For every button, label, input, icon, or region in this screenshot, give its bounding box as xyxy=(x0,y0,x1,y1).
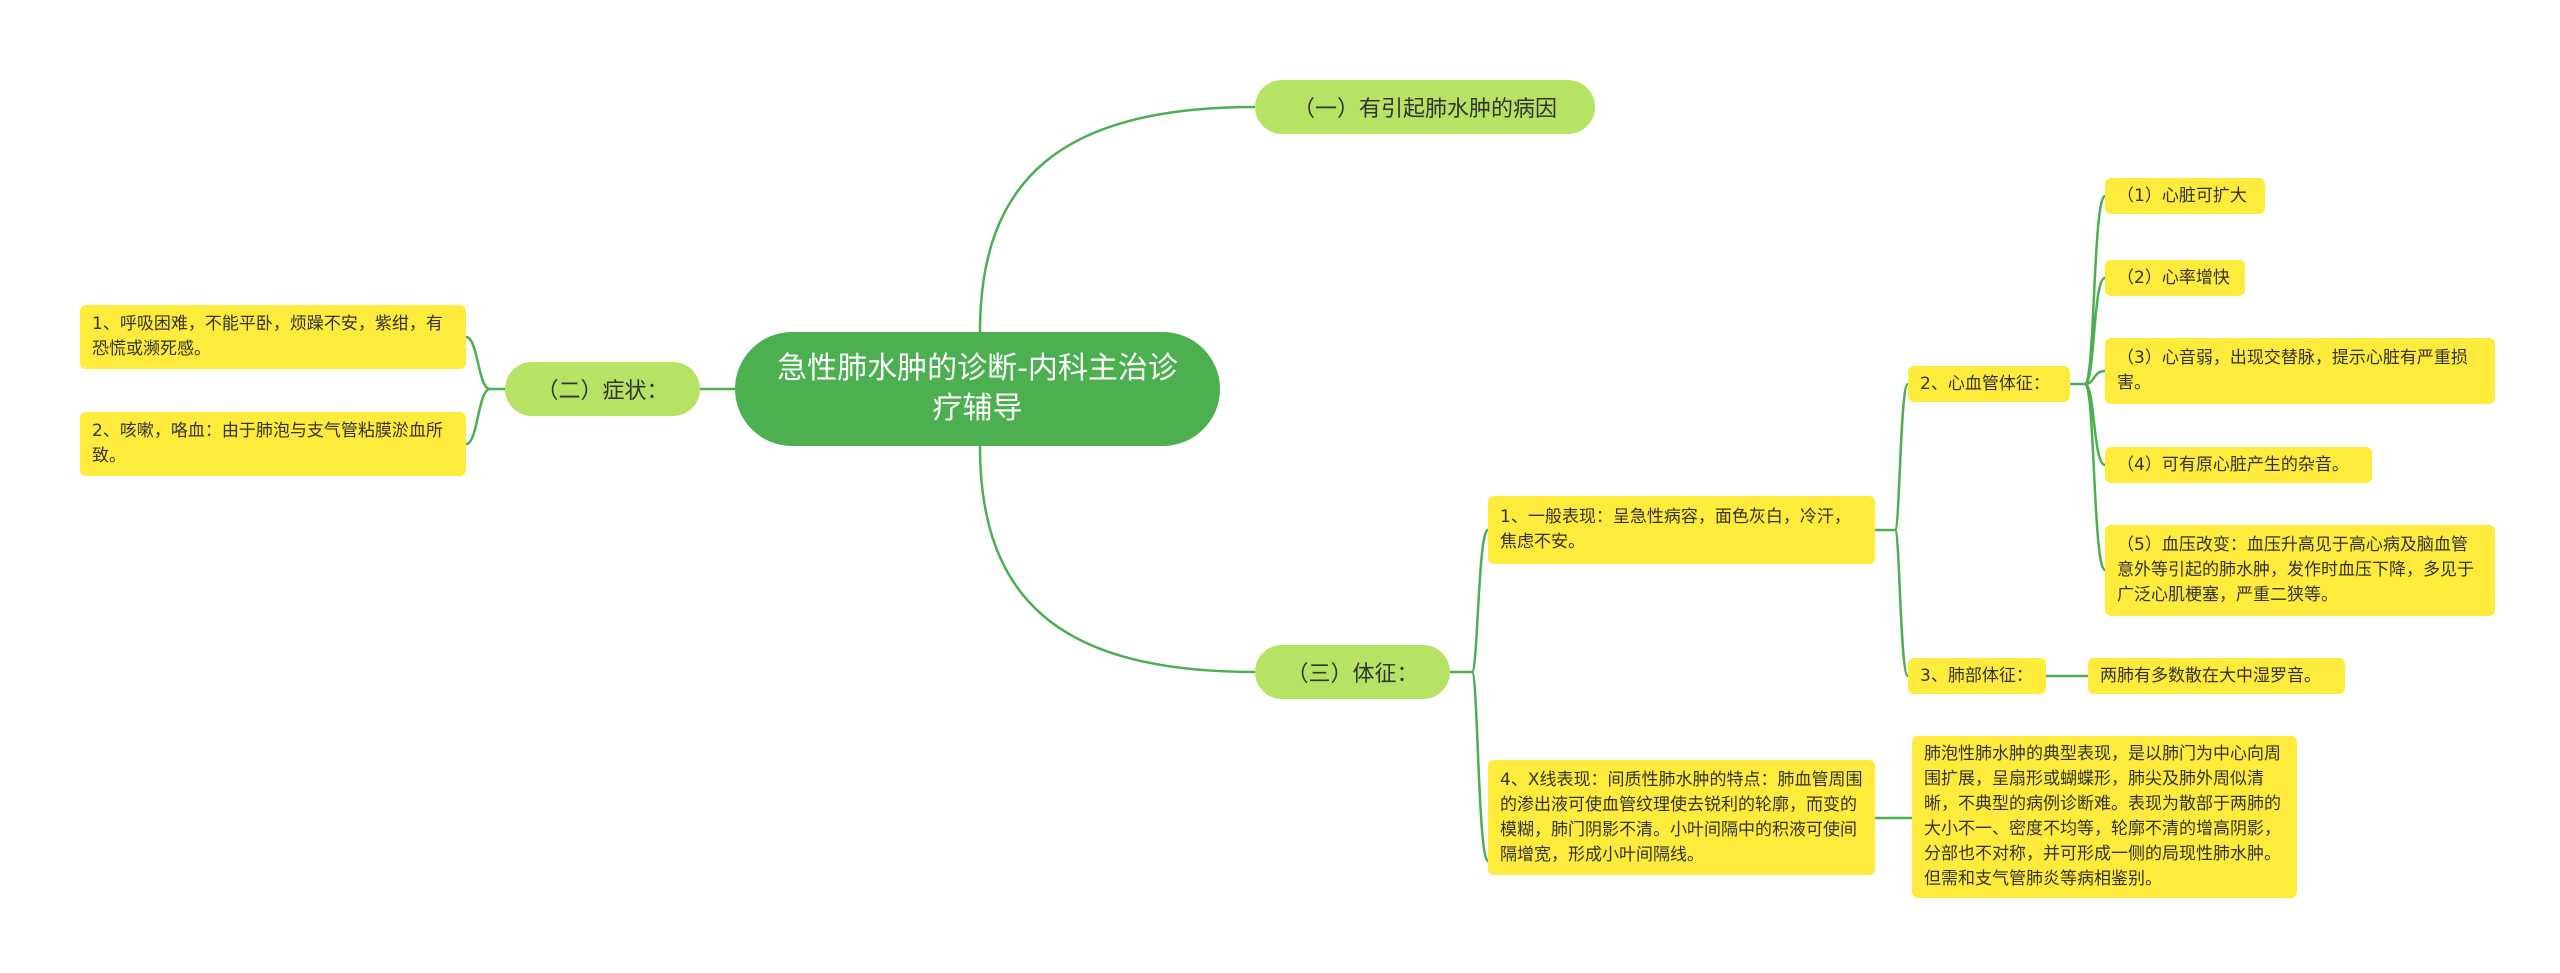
sign-general[interactable]: 1、一般表现：呈急性病容，面色灰白，冷汗，焦虑不安。 xyxy=(1488,496,1875,564)
symptom-item-2[interactable]: 2、咳嗽，咯血：由于肺泡与支气管粘膜淤血所致。 xyxy=(80,412,466,476)
xray-detail[interactable]: 肺泡性肺水肿的典型表现，是以肺门为中心向周围扩展，呈扇形或蝴蝶形，肺尖及肺外周似… xyxy=(1912,736,2297,898)
root-topic[interactable]: 急性肺水肿的诊断-内科主治诊疗辅导 xyxy=(735,332,1220,446)
sign-xray[interactable]: 4、X线表现：间质性肺水肿的特点：肺血管周围的渗出液可使血管纹理使去锐利的轮廓，… xyxy=(1488,760,1875,875)
sign-cardio[interactable]: 2、心血管体征： xyxy=(1908,366,2070,402)
cardio-item-1[interactable]: （1）心脏可扩大 xyxy=(2105,178,2265,214)
edge-root-branch1 xyxy=(978,105,1256,333)
branch-signs[interactable]: （三）体征： xyxy=(1255,645,1450,699)
lung-detail[interactable]: 两肺有多数散在大中湿罗音。 xyxy=(2088,658,2345,694)
branch-cause[interactable]: （一）有引起肺水肿的病因 xyxy=(1255,80,1595,134)
edge-root-branch3 xyxy=(978,445,1256,674)
cardio-item-4[interactable]: （4）可有原心脏产生的杂音。 xyxy=(2105,447,2372,483)
edge-branch2-leaves xyxy=(465,335,505,446)
branch-symptoms[interactable]: （二）症状： xyxy=(505,362,700,416)
edge-branch3-children xyxy=(1450,528,1490,863)
cardio-item-5[interactable]: （5）血压改变：血压升高见于高心病及脑血管意外等引起的肺水肿，发作时血压下降，多… xyxy=(2105,525,2495,616)
edge-general-sub xyxy=(1875,382,1910,678)
symptom-item-1[interactable]: 1、呼吸困难，不能平卧，烦躁不安，紫绀，有恐慌或濒死感。 xyxy=(80,305,466,369)
cardio-item-3[interactable]: （3）心音弱，出现交替脉，提示心脏有严重损害。 xyxy=(2105,338,2495,404)
sign-lung[interactable]: 3、肺部体征： xyxy=(1908,658,2046,694)
cardio-item-2[interactable]: （2）心率增快 xyxy=(2105,260,2245,296)
edge-cardio-items xyxy=(2070,194,2107,572)
